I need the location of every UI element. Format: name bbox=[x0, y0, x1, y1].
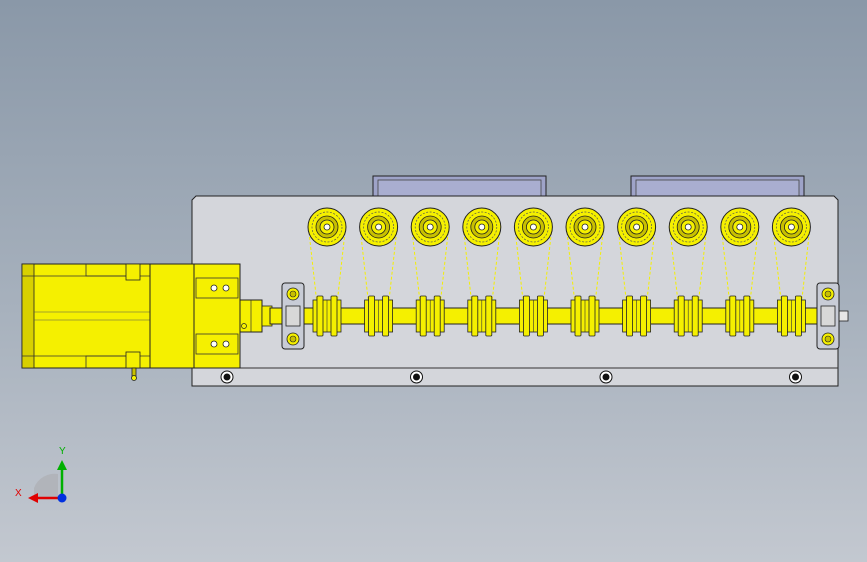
idler-pulley-group bbox=[307, 207, 811, 247]
bearing-block-right[interactable] bbox=[816, 282, 840, 350]
motor[interactable] bbox=[21, 263, 195, 381]
plate-bolt bbox=[410, 370, 423, 384]
gearbox-mount[interactable] bbox=[193, 263, 241, 369]
belt bbox=[618, 231, 656, 305]
idler-pulley[interactable] bbox=[513, 207, 553, 247]
plate-bolt bbox=[220, 370, 234, 384]
belt bbox=[721, 231, 759, 305]
idler-pulley[interactable] bbox=[771, 207, 811, 247]
plate-bolt bbox=[599, 370, 613, 384]
shaft-pulley[interactable] bbox=[570, 295, 600, 337]
belt bbox=[463, 231, 501, 305]
idler-pulley[interactable] bbox=[359, 207, 399, 247]
idler-pulley[interactable] bbox=[617, 207, 657, 247]
shaft-pulley[interactable] bbox=[519, 295, 548, 337]
drive-shaft[interactable] bbox=[269, 307, 849, 325]
idler-pulley[interactable] bbox=[410, 207, 450, 247]
shaft-pulley[interactable] bbox=[415, 295, 445, 337]
idler-pulley[interactable] bbox=[565, 207, 605, 247]
shaft-pulley[interactable] bbox=[622, 295, 651, 337]
shaft-pulley[interactable] bbox=[467, 295, 497, 337]
x-axis-label: X bbox=[15, 488, 22, 499]
belt bbox=[514, 231, 552, 305]
plate-bolts bbox=[220, 370, 802, 384]
belt bbox=[772, 231, 810, 305]
shaft-pulley[interactable] bbox=[673, 295, 703, 337]
belt bbox=[669, 231, 707, 305]
plate-bolt bbox=[789, 370, 802, 384]
idler-pulley[interactable] bbox=[720, 207, 760, 247]
belt bbox=[360, 231, 398, 305]
belt-group bbox=[308, 231, 810, 305]
bearing-block-left[interactable] bbox=[281, 282, 305, 350]
base-plate[interactable] bbox=[191, 195, 839, 387]
shaft-pulley[interactable] bbox=[725, 295, 755, 337]
shaft-pulley-group bbox=[312, 295, 806, 337]
shaft-pulley[interactable] bbox=[312, 295, 342, 337]
belt bbox=[411, 231, 449, 305]
shaft-pulley[interactable] bbox=[777, 295, 806, 337]
idler-pulley[interactable] bbox=[307, 207, 347, 247]
shaft-pulley[interactable] bbox=[364, 295, 394, 337]
y-axis-label: Y bbox=[59, 446, 66, 457]
belt bbox=[308, 231, 346, 305]
axis-triad[interactable]: X Y bbox=[15, 446, 67, 503]
idler-pulley[interactable] bbox=[462, 207, 502, 247]
shaft-coupling[interactable] bbox=[239, 299, 273, 333]
belt bbox=[566, 231, 604, 305]
idler-pulley[interactable] bbox=[668, 207, 708, 247]
